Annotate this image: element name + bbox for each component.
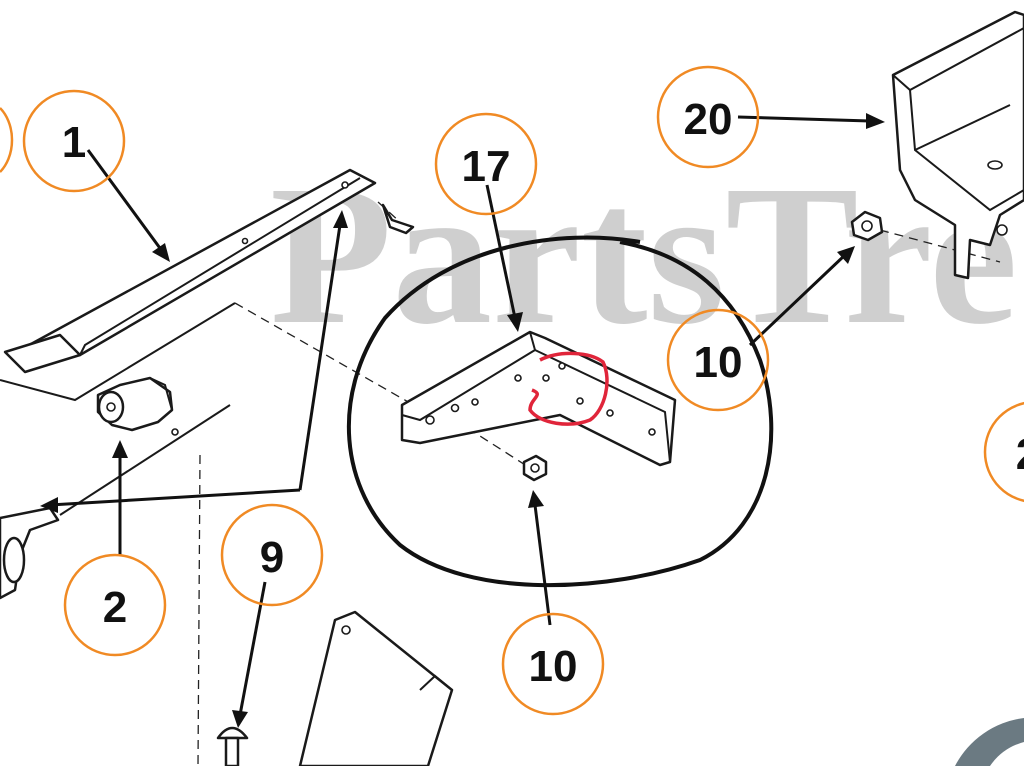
arrowhead [507,312,523,332]
part-9-bolt [216,726,249,766]
leader-arrow [748,253,847,347]
svg-text:10: 10 [529,642,578,691]
leader-arrows [40,113,885,728]
guide-line [879,229,1001,263]
arrowhead [837,246,855,264]
highlight-mark [528,351,609,426]
arrowhead [232,710,248,728]
leader-arrow [49,488,301,507]
arrowhead [528,490,544,508]
leader-arrow [533,504,552,626]
callout-10-upper: 10 [666,308,770,412]
guide-line [197,454,201,766]
arrowhead [112,440,128,458]
callout-2-right-partial: 2 [983,401,1024,503]
callout-2: 2 [63,553,167,657]
callout-9: 9 [220,503,324,607]
guide-line [234,302,411,404]
arrowhead [333,210,348,228]
assembly-guides [197,201,1001,766]
svg-text:17: 17 [462,142,511,191]
base-plate [0,302,236,516]
part-17-bracket [400,330,677,467]
callout-10-lower: 10 [501,612,605,716]
callout-partial-left [0,107,14,173]
part-10-nut-lower [522,454,548,482]
svg-text:2: 2 [103,583,127,632]
svg-text:1: 1 [62,118,86,167]
svg-text:20: 20 [684,95,733,144]
svg-text:2: 2 [1016,430,1024,479]
leader-arrow [86,149,167,256]
callout-1: 1 [22,89,126,193]
arrowhead [40,497,58,513]
leader-arrow [737,115,871,123]
left-bracket-fragment [0,506,60,600]
corner-overlay-inner [990,742,1024,766]
arrowhead [152,243,170,262]
callout-20: 20 [656,65,760,169]
highlight-circle [346,235,774,588]
guide-line [377,201,401,223]
part-20-seat-bracket [891,10,1024,280]
leader-arrow [485,184,517,319]
leader-arrow [298,224,342,491]
part-1-bar [3,168,415,374]
bottom-panel [298,610,454,766]
watermark-text: PartsTre [270,145,1018,366]
svg-text:10: 10 [694,338,743,387]
part-10-nut-upper [850,210,884,242]
svg-text:9: 9 [260,533,284,582]
callout-17: 17 [434,112,538,216]
part-2-knob [96,376,174,432]
arrowhead [866,113,885,129]
